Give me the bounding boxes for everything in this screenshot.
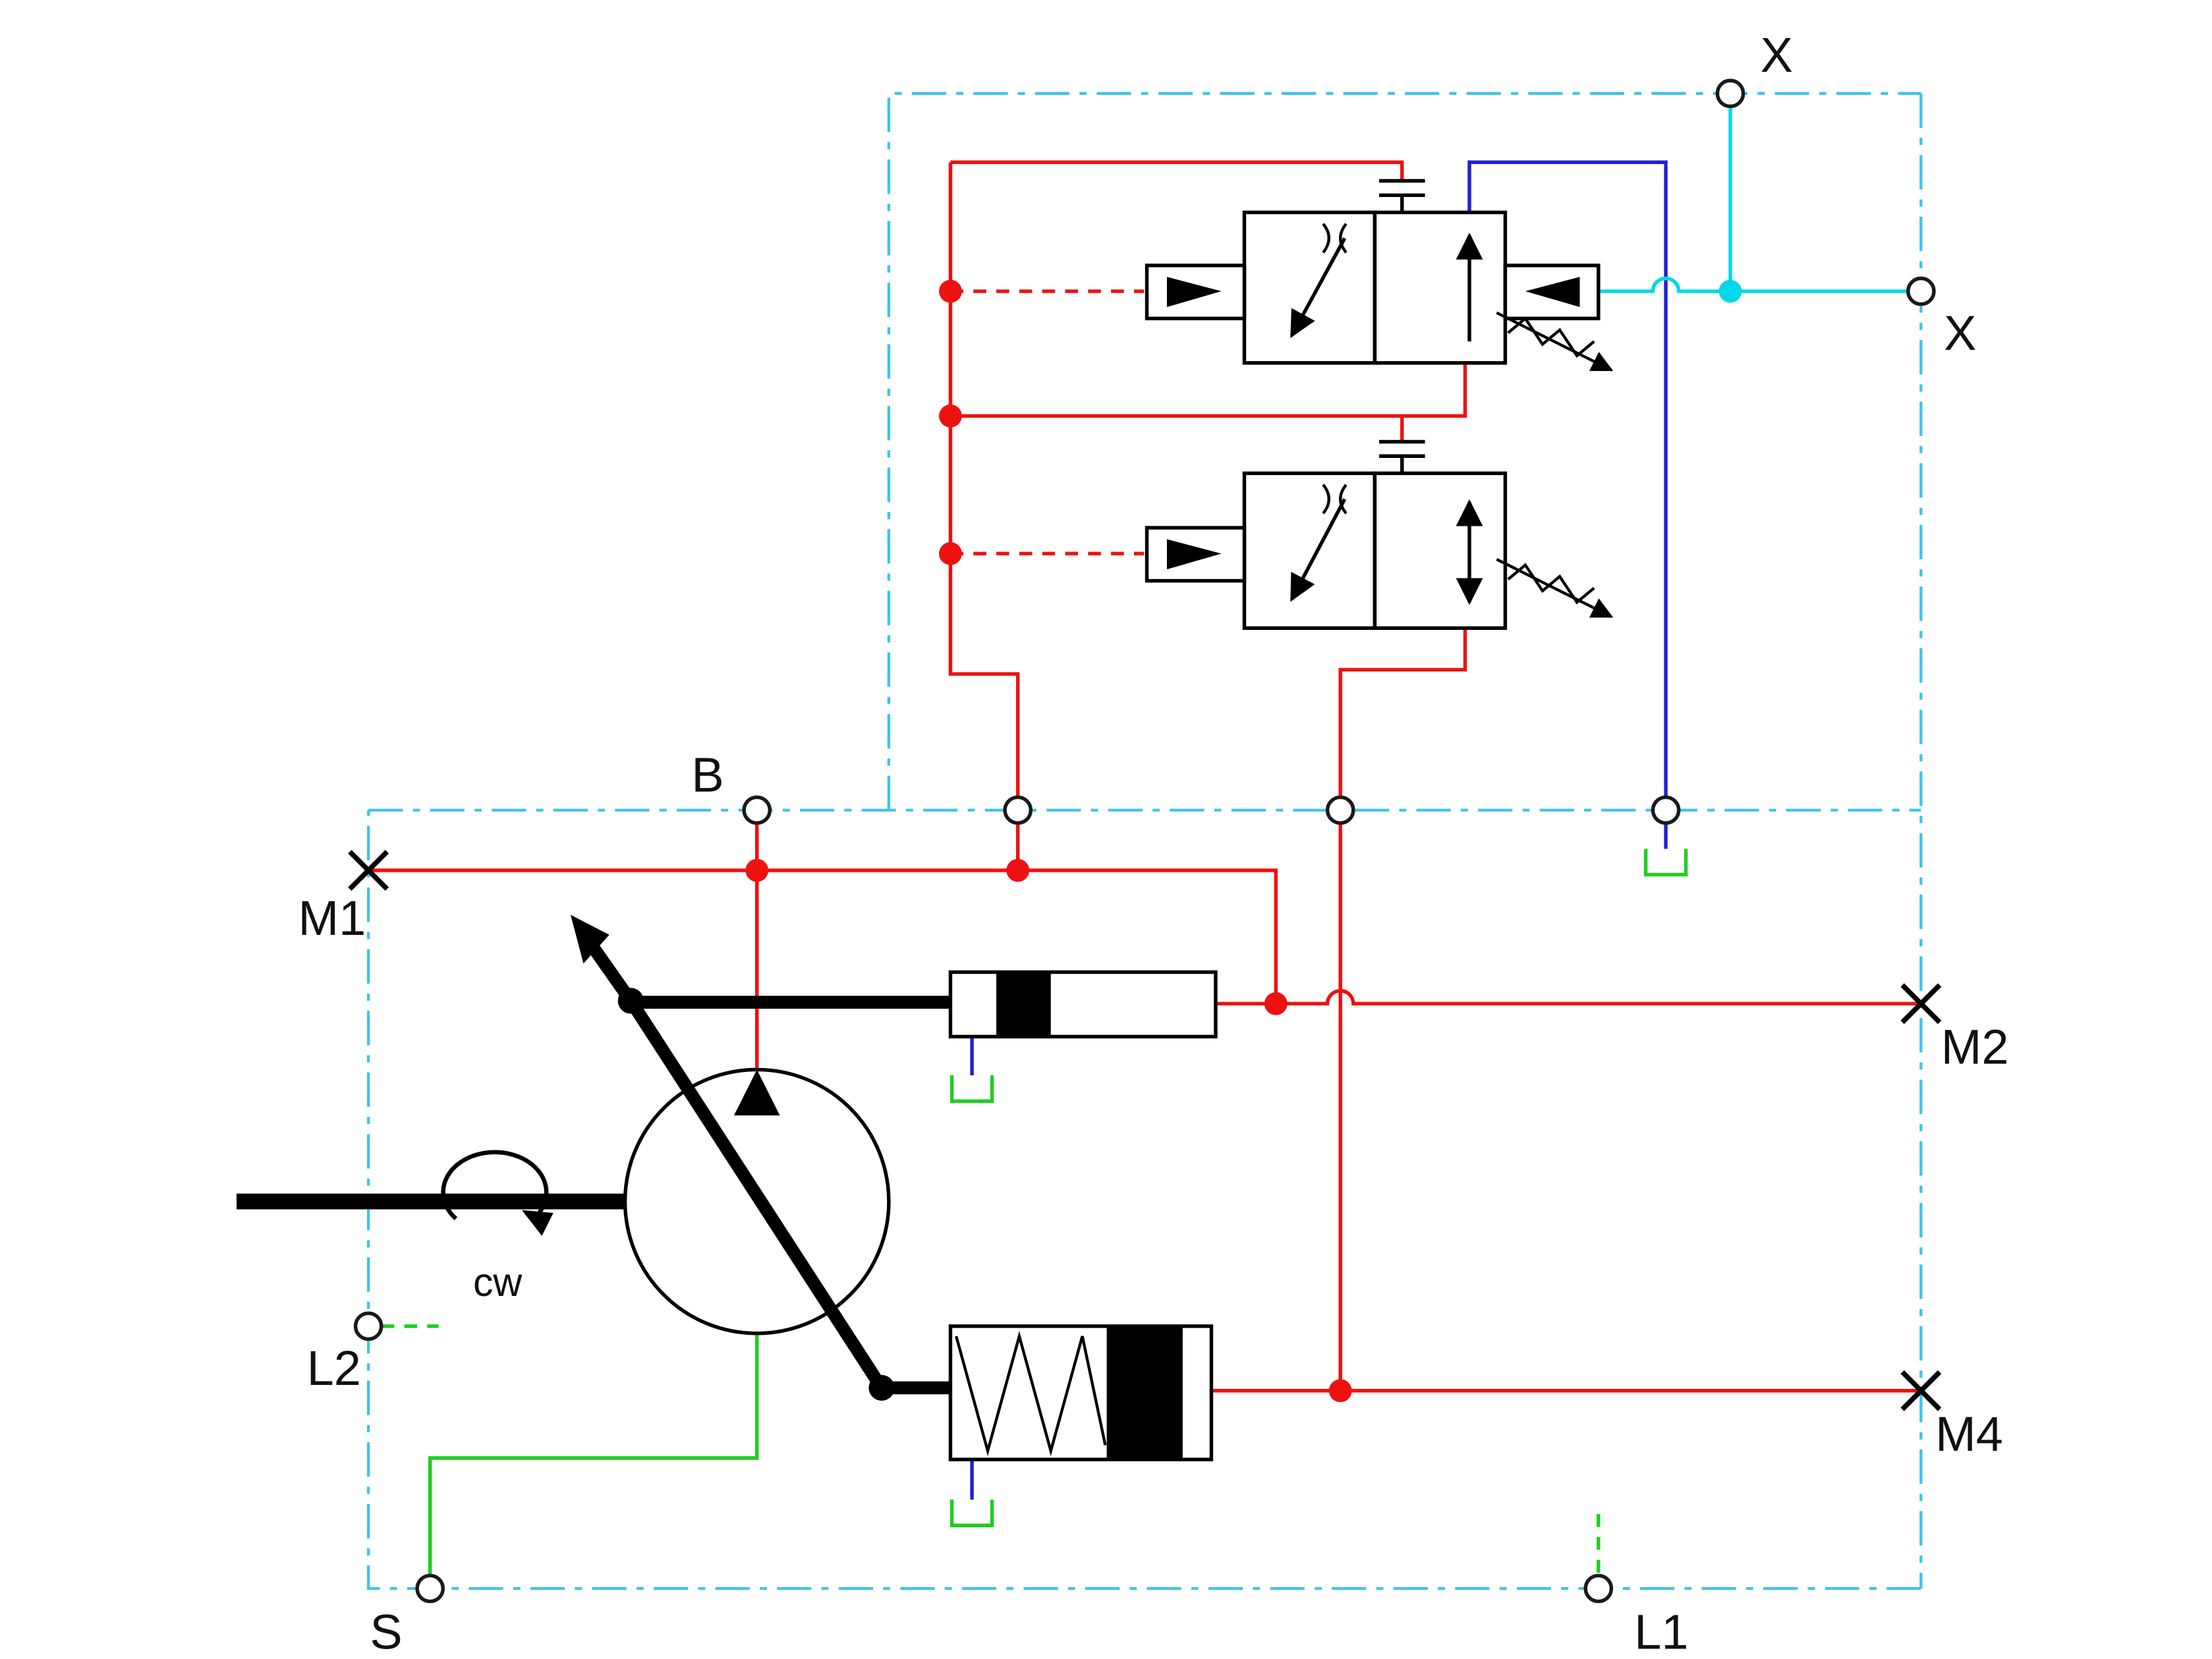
port-internal-1 [1003, 795, 1033, 825]
orifice-icon [1339, 223, 1347, 254]
label-x-right: X [1944, 306, 1976, 360]
servo-cylinder-bottom [948, 1324, 1214, 1461]
upper-block-border [887, 92, 1921, 810]
cyan-junction-dot [1718, 279, 1742, 303]
pilot-triangle-icon [1525, 277, 1580, 307]
case-drain-line [428, 1333, 759, 1576]
solenoid-triangle-icon [1166, 539, 1222, 570]
port-l1 [1583, 1573, 1614, 1604]
label-b: B [691, 747, 723, 802]
pressure-actuator-icon [733, 1069, 780, 1116]
solenoid-triangle-icon [1166, 277, 1222, 307]
label-s: S [370, 1604, 402, 1659]
port-x-top [1715, 78, 1745, 109]
tank-icon [1643, 849, 1688, 877]
labels: X X B M1 M2 M4 L2 L1 S cw [298, 28, 2009, 1659]
pressure-control-valve [1145, 439, 1614, 631]
orifice-icon [1322, 223, 1330, 254]
label-l2: L2 [307, 1341, 361, 1395]
port-l2 [353, 1311, 383, 1341]
orifice-icon [1339, 484, 1347, 515]
junction-dots [745, 279, 1742, 1403]
drain-lines-green [381, 849, 1688, 1576]
pilot-line-x-cyan [1598, 106, 1908, 293]
piston [996, 972, 1051, 1037]
x-line-with-jump [1598, 276, 1908, 293]
pilot-box-icon [1503, 264, 1601, 321]
label-cw: cw [473, 1260, 523, 1305]
m2-line-with-jump [1215, 989, 1921, 1006]
control-block-boundary [366, 92, 1923, 1590]
pivot-dot [617, 988, 644, 1014]
plugged-ports [348, 850, 1942, 1411]
port-b [742, 795, 772, 825]
pump-symbol [236, 914, 1110, 1401]
piston [1106, 1326, 1183, 1460]
servo-cylinder-top [948, 970, 1218, 1039]
orifice-icon [1322, 484, 1330, 515]
plug-m4 [1900, 1370, 1942, 1411]
swashplate [625, 997, 888, 1392]
valve-cell-left [1242, 471, 1377, 631]
valve-cell-right [1373, 210, 1508, 365]
ports [353, 78, 1936, 1604]
cw-rotation-arrow-icon [441, 1150, 549, 1221]
swashplate-arrowhead-icon [570, 914, 610, 964]
label-m4: M4 [1935, 1407, 2003, 1461]
label-m1: M1 [298, 891, 366, 945]
port-internal-2 [1325, 795, 1355, 825]
port-s [415, 1573, 445, 1604]
plug-m1 [348, 850, 389, 891]
tank-icon [950, 1500, 994, 1527]
flow-arrow [1290, 237, 1347, 339]
pivot-dot [868, 1374, 895, 1401]
valve-cell-right [1373, 471, 1508, 631]
label-x-top: X [1761, 28, 1793, 82]
spring-icon [955, 1330, 1107, 1457]
tank-lines-blue [970, 160, 1668, 1500]
cylinder-barrel [948, 970, 1218, 1039]
cw-arrowhead-icon [521, 1210, 553, 1236]
label-l1: L1 [1634, 1604, 1688, 1659]
adjustable-arrow-icon [1496, 311, 1614, 372]
valve-cell-left [1242, 210, 1377, 365]
flow-arrow [1290, 498, 1347, 602]
port-internal-3 [1651, 795, 1681, 825]
port-x-right [1906, 276, 1936, 306]
label-m2: M2 [1941, 1020, 2009, 1075]
pressure-cutoff-valve [1145, 179, 1614, 372]
lower-block-border [366, 810, 1921, 1590]
tank-icon [950, 1075, 994, 1104]
adjustable-arrow-icon [1496, 557, 1614, 618]
plug-m2 [1900, 983, 1942, 1025]
